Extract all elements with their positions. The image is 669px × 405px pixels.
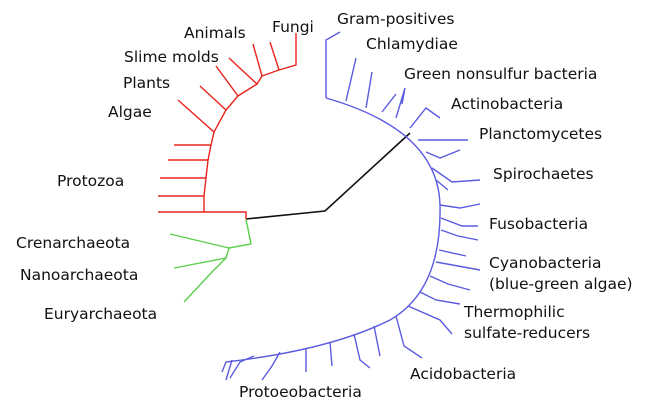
label-slime-molds: Slime molds: [124, 48, 219, 66]
label-chlamydiae: Chlamydiae: [366, 35, 458, 53]
label-cyanobacteria: Cyanobacteria: [489, 254, 601, 272]
label-protozoa: Protozoa: [57, 172, 124, 190]
label-spirochaetes: Spirochaetes: [493, 165, 594, 183]
archaea-clade: [169, 218, 252, 303]
label-blue-green-algae: (blue-green algae): [489, 275, 633, 293]
label-sulfate-reducers: sulfate-reducers: [464, 324, 590, 342]
label-plants: Plants: [123, 74, 170, 92]
label-planctomycetes: Planctomycetes: [479, 125, 602, 143]
label-algae: Algae: [108, 103, 152, 121]
label-thermophilic: Thermophilic: [463, 303, 565, 321]
label-fungi: Fungi: [272, 18, 314, 36]
label-protoeobacteria: Protoeobacteria: [239, 383, 362, 401]
label-nanoarchaeota: Nanoarchaeota: [20, 266, 138, 284]
label-actinobacteria: Actinobacteria: [451, 95, 563, 113]
label-acidobacteria: Acidobacteria: [410, 365, 516, 383]
root-branch: [245, 132, 411, 220]
label-animals: Animals: [184, 24, 246, 42]
label-gram-positives: Gram-positives: [337, 10, 454, 28]
label-fusobacteria: Fusobacteria: [489, 215, 588, 233]
label-euryarchaeota: Euryarchaeota: [44, 305, 157, 323]
bacteria-clade: [221, 31, 481, 381]
eukaryota-clade: [158, 33, 297, 219]
label-crenarchaeota: Crenarchaeota: [16, 234, 130, 252]
label-green-nonsulfur-bacteria: Green nonsulfur bacteria: [404, 65, 597, 83]
